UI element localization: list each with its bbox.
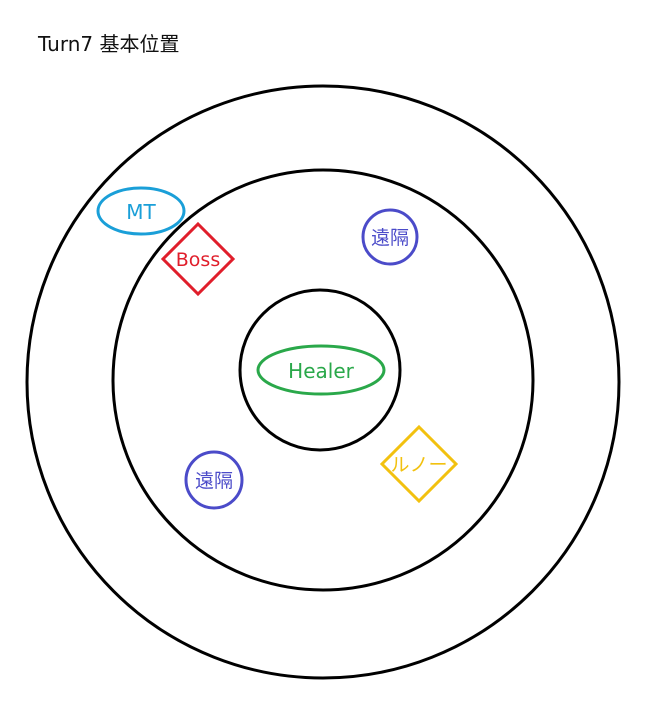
boss-diamond — [160, 221, 236, 297]
healer-ellipse — [256, 344, 386, 396]
runo-marker: ルノー — [379, 424, 459, 504]
middle-ring — [111, 168, 535, 592]
diagram-title: Turn7 基本位置 — [38, 32, 180, 56]
ranged-marker-bottom: 遠隔 — [184, 450, 244, 510]
boss-label: Boss — [176, 249, 220, 271]
ranged-label-bottom: 遠隔 — [195, 470, 233, 492]
inner-ring — [238, 288, 402, 452]
mt-marker: MT — [96, 186, 186, 236]
mt-label: MT — [126, 200, 156, 224]
healer-label: Healer — [288, 359, 354, 383]
ranged-circle-top — [361, 208, 419, 266]
ranged-marker-top: 遠隔 — [361, 208, 419, 266]
ranged-label-top: 遠隔 — [371, 227, 409, 249]
outer-ring — [25, 84, 621, 680]
ranged-circle-bottom — [184, 450, 244, 510]
runo-diamond — [379, 424, 459, 504]
mt-ellipse — [96, 186, 186, 236]
boss-marker: Boss — [160, 221, 236, 297]
runo-label: ルノー — [390, 454, 447, 476]
healer-marker: Healer — [256, 344, 386, 396]
